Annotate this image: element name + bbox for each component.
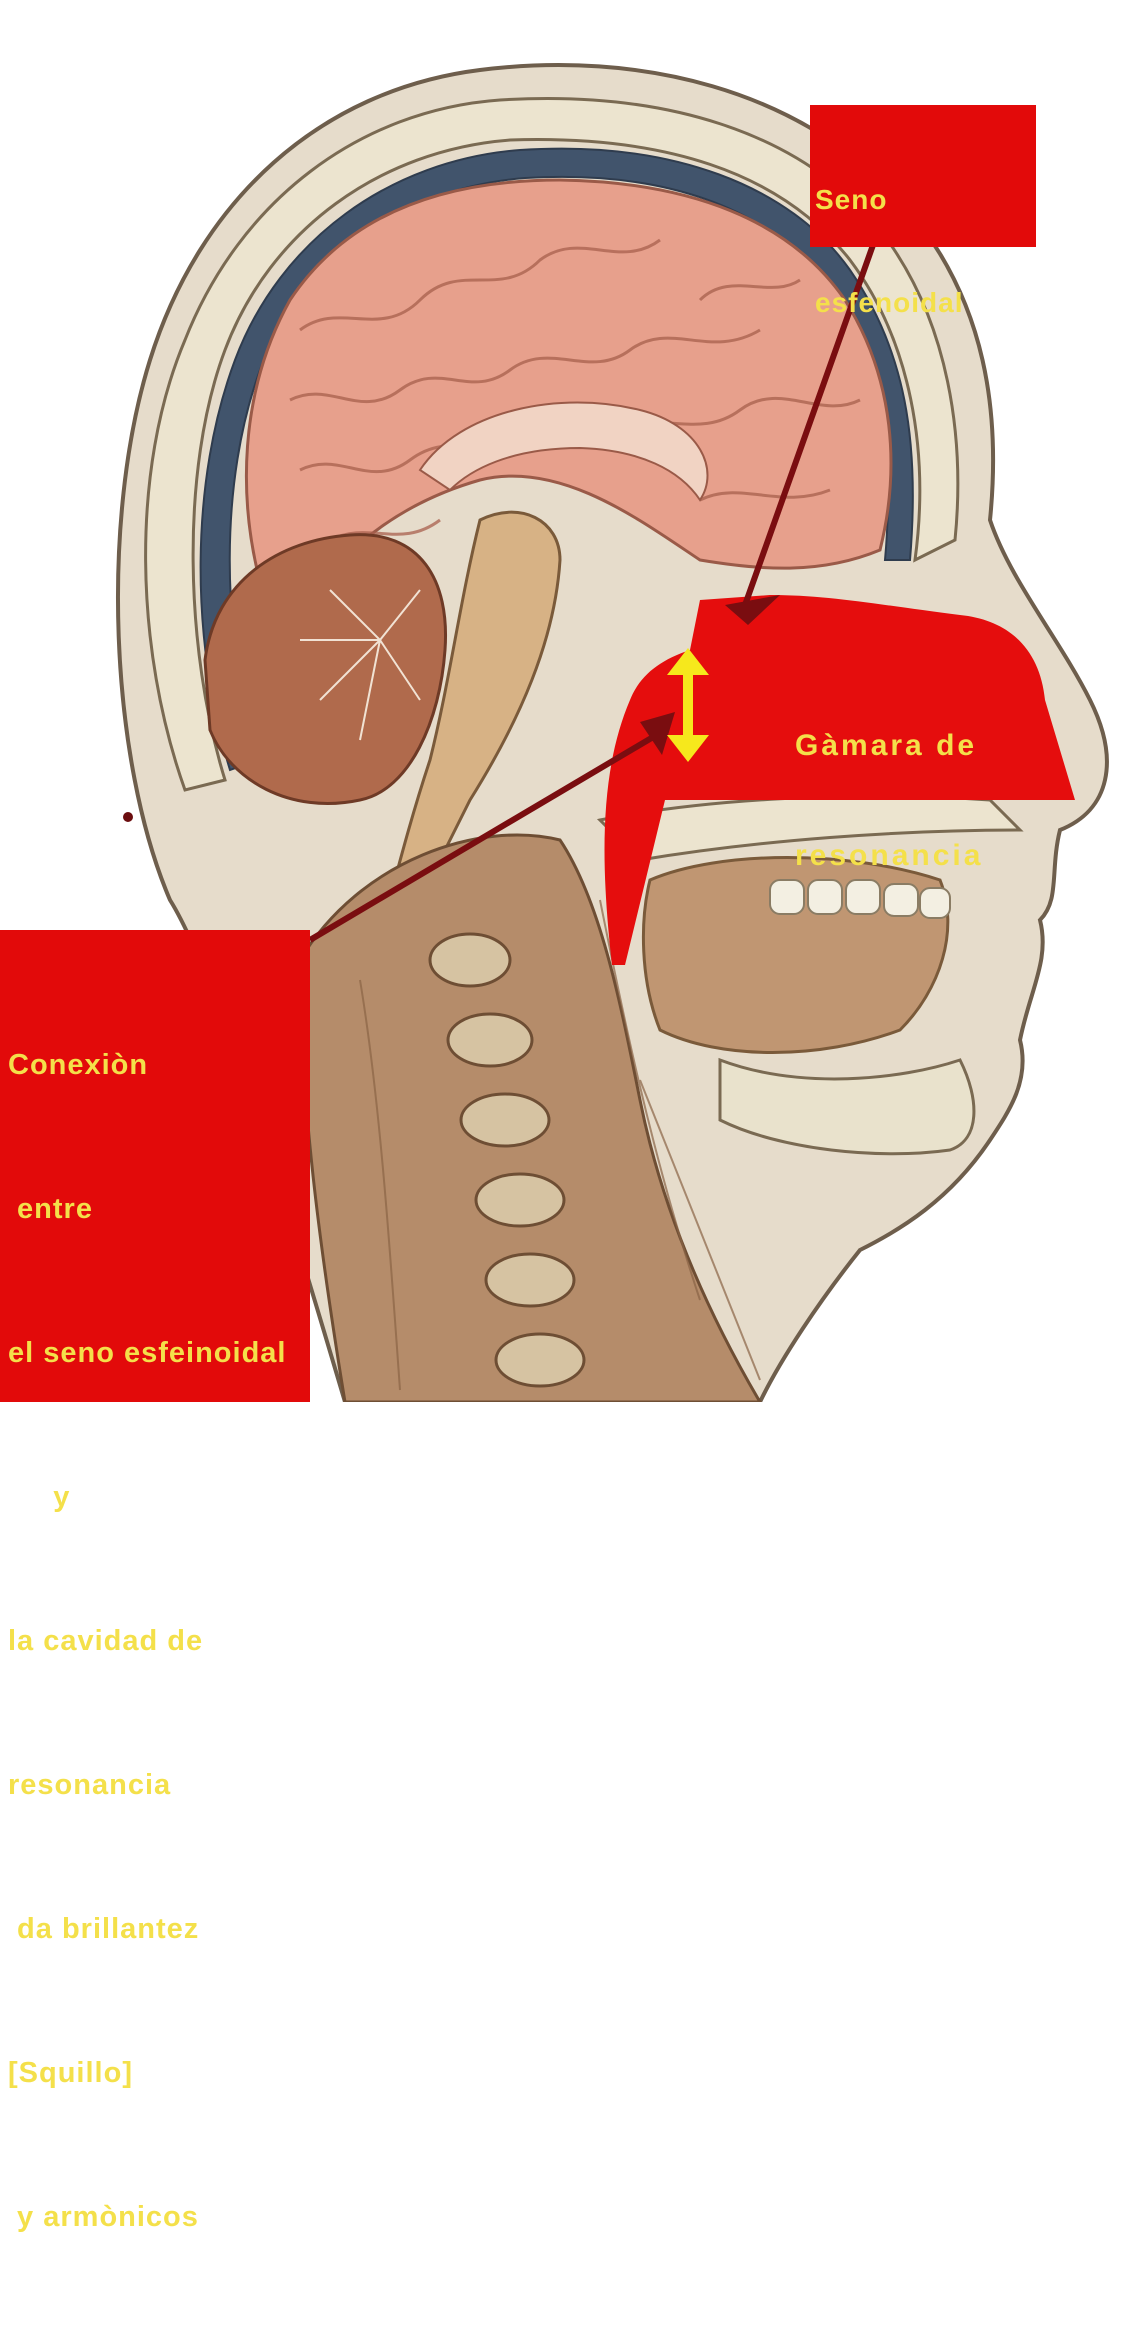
- label-line: Seno: [815, 183, 963, 217]
- label-seno-esfenoidal: Seno esfenoidal: [815, 115, 963, 388]
- label-line: resonancia: [795, 838, 983, 875]
- label-camara-de-resonancia: Gàmara de resonancia: [795, 655, 983, 948]
- label-line: esfenoidal: [815, 286, 963, 320]
- label-conexion: Conexiòn entre el seno esfeinoidal y la …: [8, 945, 286, 2337]
- label-line: y armònicos: [8, 2193, 286, 2241]
- label-line: el seno esfeinoidal: [8, 1329, 286, 1377]
- label-line: Gàmara de: [795, 728, 983, 765]
- label-line: y: [8, 1473, 286, 1521]
- label-line: da brillantez: [8, 1905, 286, 1953]
- label-line: la cavidad de: [8, 1617, 286, 1665]
- label-line: entre: [8, 1185, 286, 1233]
- anatomy-diagram: Seno esfenoidal Gàmara de resonancia Con…: [0, 0, 1131, 1402]
- label-line: resonancia: [8, 1761, 286, 1809]
- label-line: [Squillo]: [8, 2049, 286, 2097]
- dot-mark: [123, 812, 133, 822]
- label-line: Conexiòn: [8, 1041, 286, 1089]
